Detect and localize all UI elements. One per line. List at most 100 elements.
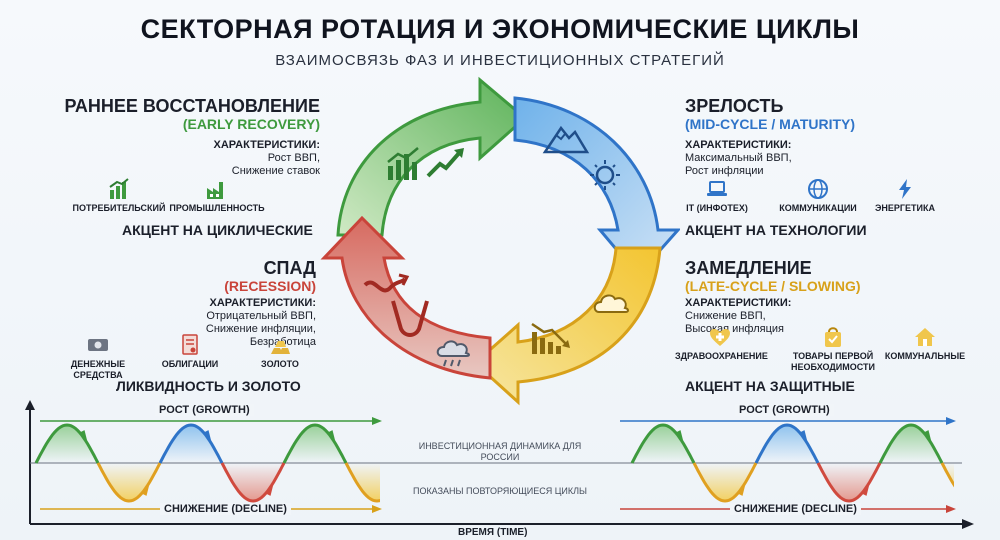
house-icon <box>915 328 935 346</box>
wave-line <box>220 462 286 503</box>
recession-accent: ЛИКВИДНОСТЬ И ЗОЛОТО <box>116 378 301 394</box>
wave-line <box>630 423 696 464</box>
wave-direction-arrow <box>674 430 684 443</box>
maturity-en: (MID-CYCLE / MATURITY) <box>685 116 856 132</box>
wave-fill <box>818 463 880 501</box>
decline-label-right: СНИЖЕНИЕ (DECLINE) <box>730 503 861 515</box>
recession-chars-header: ХАРАКТЕРИСТИКИ: <box>209 297 316 309</box>
factory-icon <box>207 182 223 199</box>
sector-staples-label: ТОВАРЫ ПЕРВОЙ НЕОБХОДИМОСТИ <box>790 351 876 372</box>
wave-line <box>940 462 954 488</box>
sector-industry: ПРОМЫШЛЕННОСТЬ <box>168 178 266 214</box>
early-char-1: Рост ВВП, <box>267 152 320 164</box>
recession-en: (RECESSION) <box>224 278 316 294</box>
wave-direction-arrow <box>264 483 274 496</box>
wave-direction-arrow <box>78 430 88 443</box>
wave-fill <box>880 425 942 463</box>
bond-document-icon <box>182 334 198 355</box>
sector-utilities: КОММУНАЛЬНЫЕ <box>880 326 970 362</box>
recession-curve-icon <box>363 273 429 337</box>
wave-line <box>692 462 758 503</box>
maturity-title: ЗРЕЛОСТЬ <box>685 96 784 116</box>
wave-direction-arrow <box>326 430 336 443</box>
growth-label-right: РОСТ (GROWTH) <box>735 404 834 416</box>
chart-up-icon <box>387 147 464 180</box>
wave-fill <box>160 425 222 463</box>
wave-line <box>816 462 882 503</box>
recession-char-2: Снижение инфляции, <box>205 323 316 335</box>
laptop-icon <box>707 181 727 196</box>
maturity-block: ЗРЕЛОСТЬ (MID-CYCLE / MATURITY) ХАРАКТЕР… <box>685 96 985 178</box>
sector-cash: ДЕНЕЖНЫЕ СРЕДСТВА <box>58 334 138 381</box>
early-recovery-block: РАННЕЕ ВОССТАНОВЛЕНИЕ (EARLY RECOVERY) Х… <box>20 96 320 178</box>
cycle-waves <box>25 400 994 529</box>
slowing-title: ЗАМЕДЛЕНИЕ <box>685 258 812 278</box>
grocery-bag-icon <box>825 327 841 347</box>
sector-utilities-label: КОММУНАЛЬНЫЕ <box>884 351 966 361</box>
sector-consumer-label: ПОТРЕБИТЕЛЬСКИЙ <box>72 203 166 213</box>
note-top: ИНВЕСТИЦИОННАЯ ДИНАМИКА ДЛЯ РОССИИ <box>418 441 582 462</box>
time-axis-label: ВРЕМЯ (TIME) <box>458 527 528 538</box>
sector-energy-label: ЭНЕРГЕТИКА <box>875 203 935 213</box>
chart-down-icon <box>531 322 570 354</box>
cash-icon <box>88 339 108 351</box>
recession-char-1: Отрицательный ВВП, <box>206 310 316 322</box>
sector-bonds: ОБЛИГАЦИИ <box>150 334 230 370</box>
page-subtitle: ВЗАИМОСВЯЗЬ ФАЗ И ИНВЕСТИЦИОННЫХ СТРАТЕГ… <box>275 52 725 69</box>
wave-direction-arrow <box>736 483 746 496</box>
wave-fill <box>284 425 346 463</box>
arrow-early-recovery <box>336 76 528 237</box>
wave-direction-arrow <box>140 483 150 496</box>
wave-fill <box>346 463 380 501</box>
sector-bonds-label: ОБЛИГАЦИИ <box>161 359 219 369</box>
slowing-en: (LATE-CYCLE / SLOWING) <box>685 278 861 294</box>
sector-gold-label: ЗОЛОТО <box>261 359 299 369</box>
early-chars-header: ХАРАКТЕРИСТИКИ: <box>213 139 320 151</box>
sector-staples: ТОВАРЫ ПЕРВОЙ НЕОБХОДИМОСТИ <box>783 326 883 373</box>
sector-comm: КОММУНИКАЦИИ <box>770 178 866 214</box>
wave-fill <box>36 425 98 463</box>
sector-energy: ЭНЕРГЕТИКА <box>870 178 940 214</box>
sector-it: IT (ИНФОТЕХ) <box>672 178 762 214</box>
globe-icon <box>808 179 828 199</box>
arrow-maturity <box>513 96 680 278</box>
sector-health: ЗДРАВООХРАНЕНИЕ <box>675 326 768 362</box>
sector-it-label: IT (ИНФОТЕХ) <box>686 203 748 213</box>
wave-line <box>34 423 100 464</box>
wave-direction-arrow <box>985 484 994 496</box>
maturity-chars-header: ХАРАКТЕРИСТИКИ: <box>685 139 792 151</box>
sector-health-label: ЗДРАВООХРАНЕНИЕ <box>675 351 768 361</box>
health-heart-icon <box>710 329 730 346</box>
gold-bars-icon <box>271 341 290 354</box>
growth-label-left: РОСТ (GROWTH) <box>155 404 254 416</box>
wave-fill <box>632 425 694 463</box>
wave-direction-arrow <box>922 430 932 443</box>
early-accent: АКЦЕНТ НА ЦИКЛИЧЕСКИЕ <box>122 222 313 238</box>
maturity-char-1: Максимальный ВВП, <box>685 152 792 164</box>
arrow-slowing <box>472 246 662 406</box>
sector-comm-label: КОММУНИКАЦИИ <box>779 203 857 213</box>
wave-fill <box>756 425 818 463</box>
maturity-char-2: Рост инфляции <box>685 165 764 177</box>
wave-line <box>282 423 348 464</box>
sector-consumer: ПОТРЕБИТЕЛЬСКИЙ <box>70 178 168 214</box>
early-char-2: Снижение ставок <box>231 165 320 177</box>
sector-cash-label: ДЕНЕЖНЫЕ СРЕДСТВА <box>70 359 126 380</box>
wave-line <box>878 423 944 464</box>
slowing-char-1: Снижение ВВП, <box>685 310 766 322</box>
decline-label-left: СНИЖЕНИЕ (DECLINE) <box>160 503 291 515</box>
slowing-block: ЗАМЕДЛЕНИЕ (LATE-CYCLE / SLOWING) ХАРАКТ… <box>685 258 985 336</box>
page-title: СЕКТОРНАЯ РОТАЦИЯ И ЭКОНОМИЧЕСКИЕ ЦИКЛЫ <box>140 14 860 44</box>
arrow-recession <box>320 215 492 380</box>
maturity-accent: АКЦЕНТ НА ТЕХНОЛОГИИ <box>685 222 867 238</box>
wave-direction-arrow <box>860 483 870 496</box>
sector-gold: ЗОЛОТО <box>240 334 320 370</box>
cloud-icon <box>593 294 629 313</box>
wave-line <box>344 462 380 503</box>
mountain-icon <box>542 125 590 154</box>
slowing-char-2: Высокая инфляция <box>685 323 784 335</box>
note-bottom: ПОКАЗАНЫ ПОВТОРЯЮЩИЕСЯ ЦИКЛЫ <box>412 486 588 496</box>
wave-fill <box>222 463 284 501</box>
wave-line <box>158 423 224 464</box>
wave-direction-arrow <box>389 484 398 496</box>
